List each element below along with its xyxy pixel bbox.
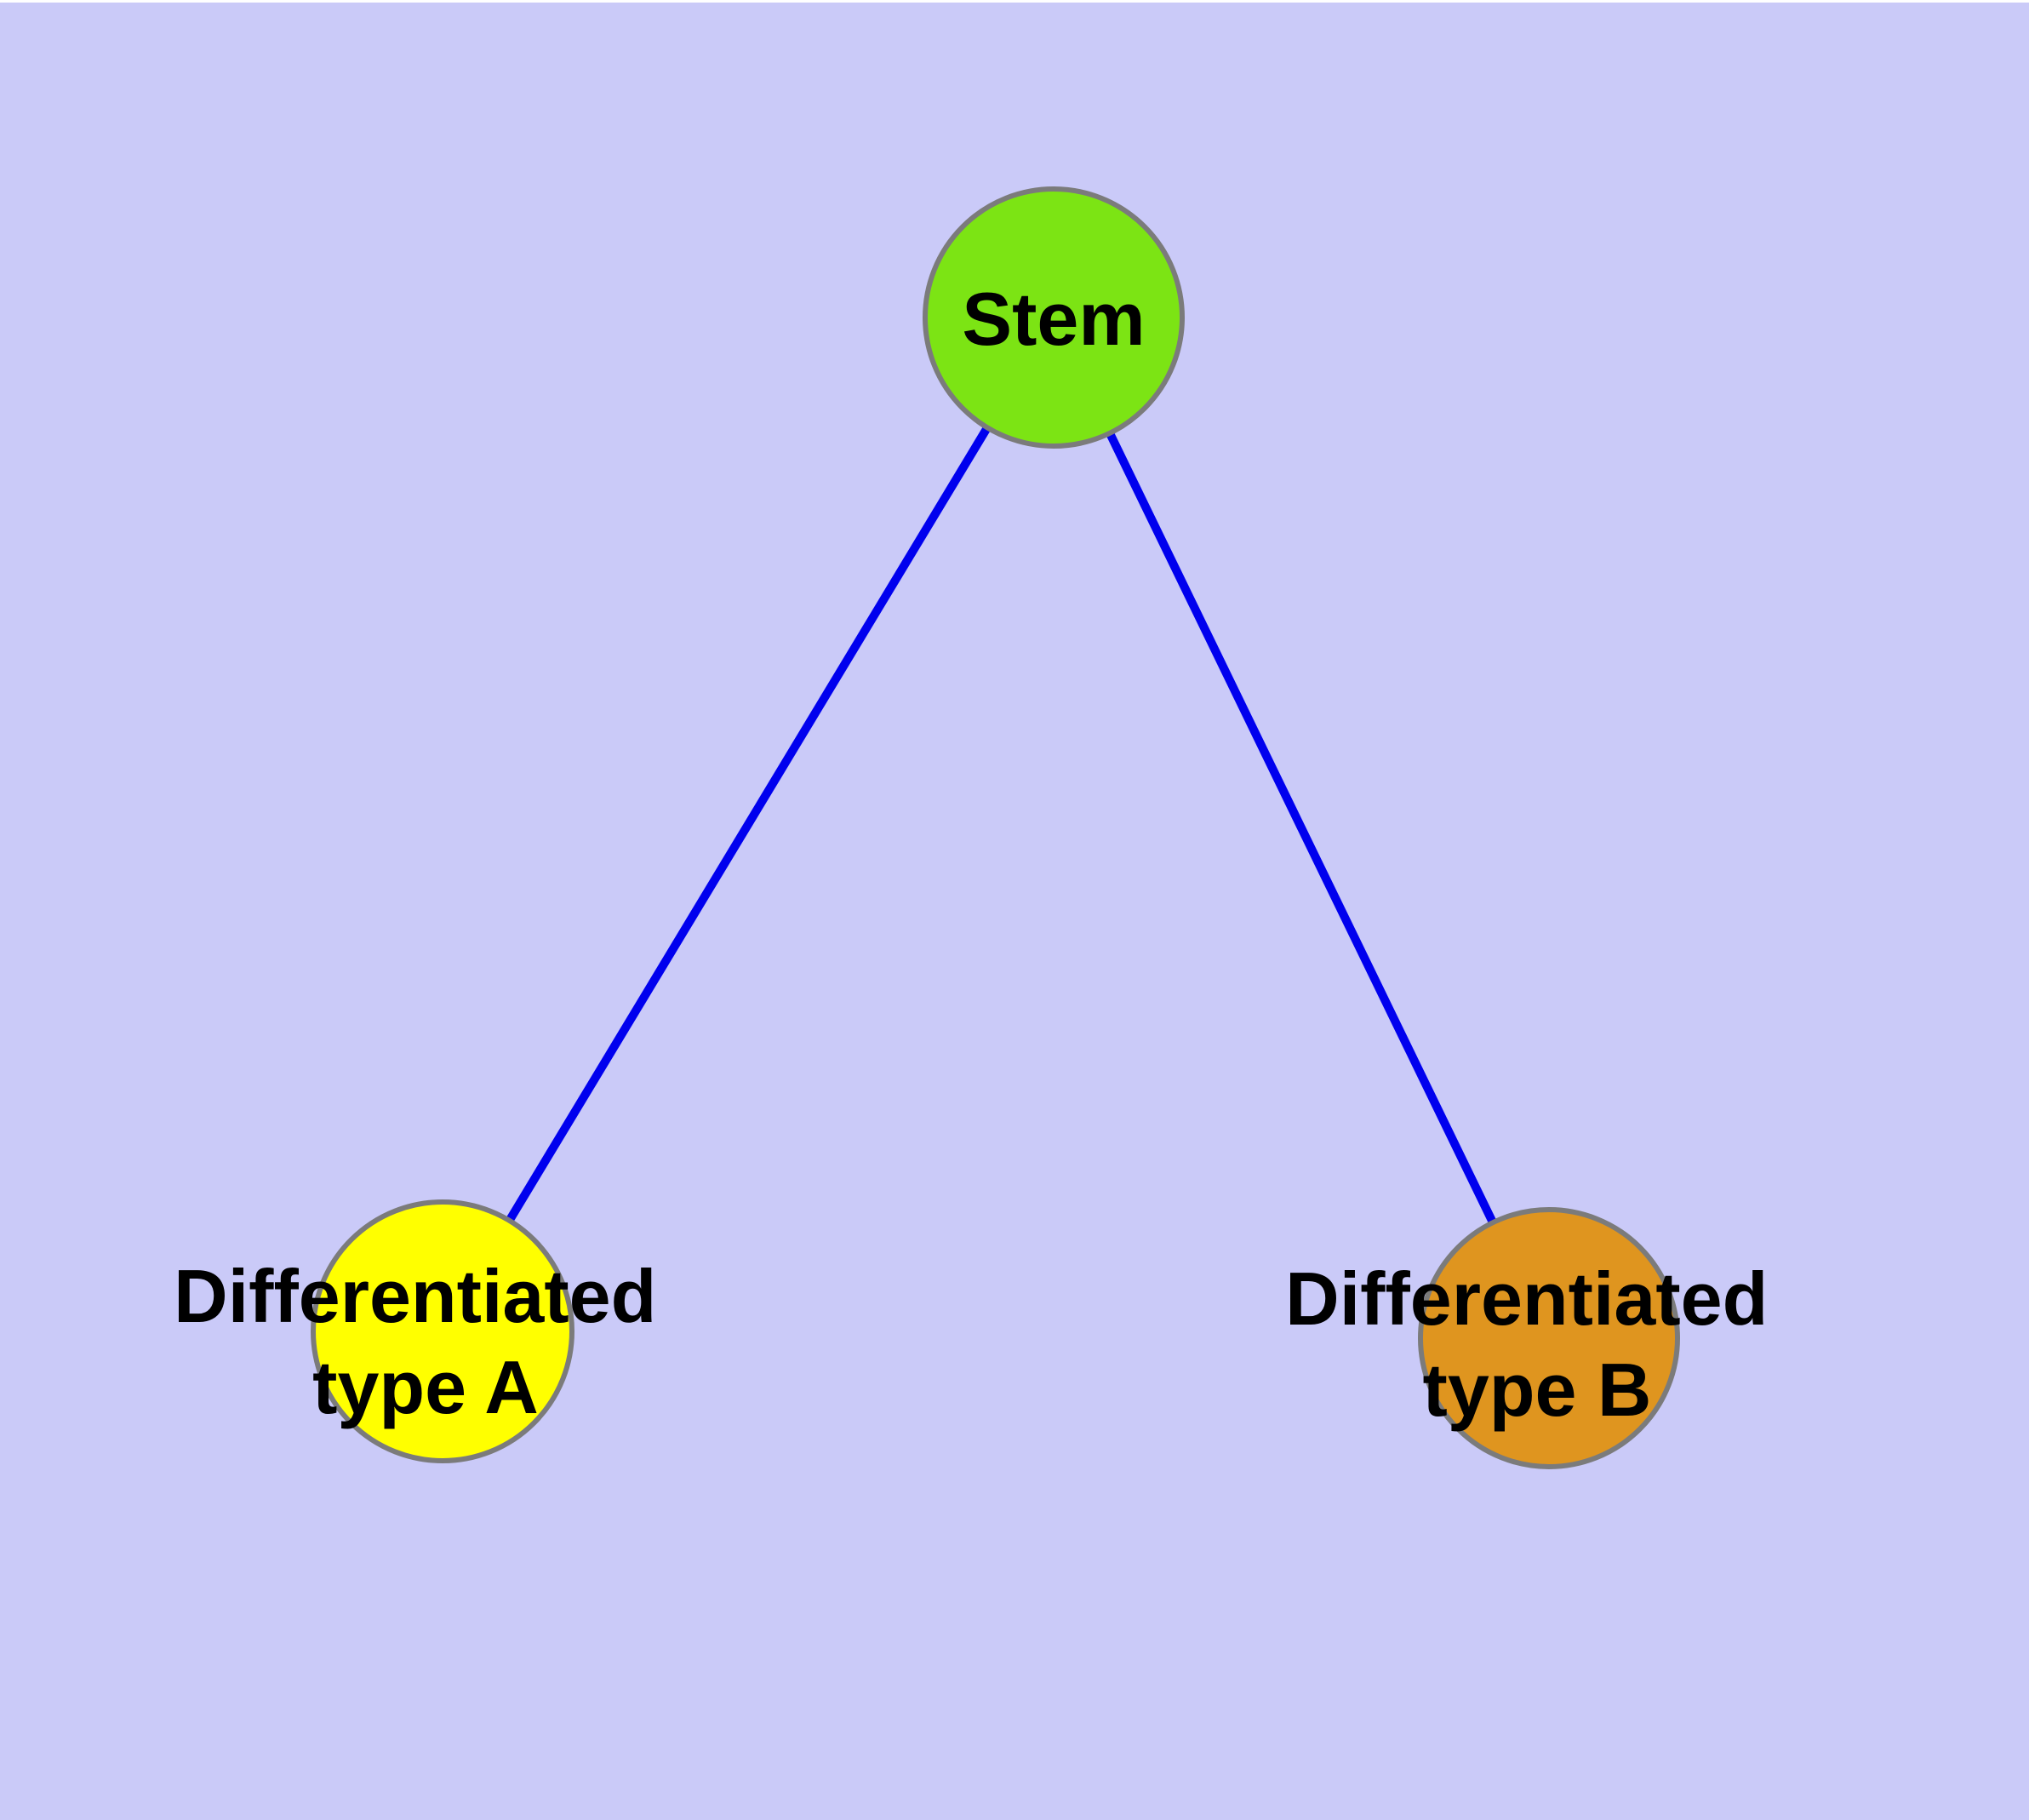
labels-layer: Stem Differentiated type A Differentiate… [174,277,1789,1432]
edges-layer [438,315,1553,1341]
node-stem-circle [923,186,1185,449]
node-type-a-label-line1: Differentiated [174,1254,656,1338]
nodes-layer [311,186,1680,1469]
node-stem-label: Stem [962,277,1145,361]
edge-stem-to-type-a [438,315,1058,1334]
node-type-a-circle [311,1199,574,1463]
edge-stem-to-type-b [1049,315,1553,1341]
node-type-b-label-line1: Differentiated [1285,1256,1768,1341]
node-type-b-label: Differentiated type B [1285,1256,1789,1432]
node-type-a-label: Differentiated type A [174,1254,677,1429]
top-border-strip [0,0,2029,3]
node-type-b-circle [1418,1207,1680,1469]
node-type-a-label-line2: type A [312,1345,539,1429]
node-type-b-label-line2: type B [1423,1348,1652,1432]
